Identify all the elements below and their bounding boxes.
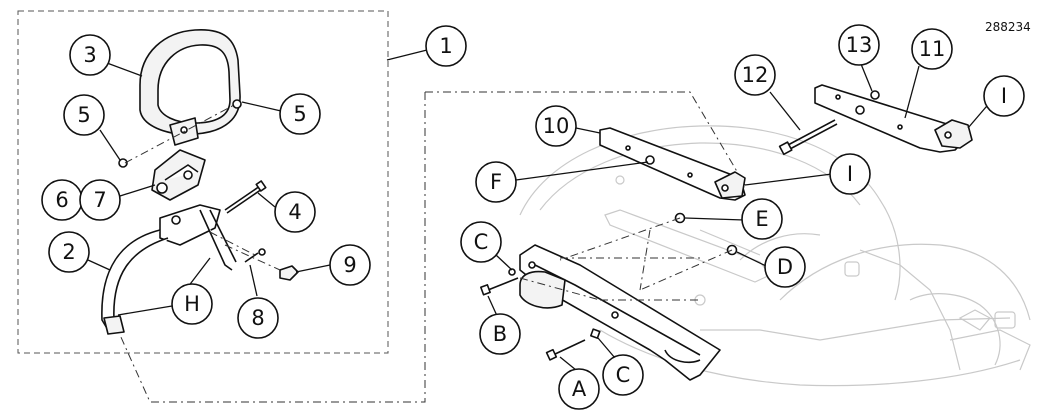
side-plate-10 [599,127,746,201]
svg-text:C: C [616,363,631,387]
backrest-bracket [151,149,206,201]
backrest-upright-bar [101,204,237,335]
callout-8: 8 [237,297,279,339]
callout-I-lower: I [829,153,871,195]
svg-text:4: 4 [288,200,301,224]
callout-9: 9 [329,244,371,286]
callout-E: E [741,198,783,240]
callout-12: 12 [734,54,776,96]
svg-text:D: D [777,255,793,279]
callout-4: 4 [274,191,316,233]
callout-6: 6 [41,179,83,221]
callout-10: 10 [535,105,577,147]
assembly-group-outline [17,10,746,403]
reference-number: 288234 [985,20,1031,34]
svg-text:C: C [474,230,489,254]
svg-text:I: I [1001,84,1007,108]
svg-text:I: I [847,162,853,186]
callout-11: 11 [911,28,953,70]
hardware-right [480,212,738,361]
callout-3: 3 [69,34,111,76]
svg-text:3: 3 [83,43,96,67]
svg-text:8: 8 [251,306,264,330]
svg-text:1: 1 [439,34,452,58]
svg-text:5: 5 [293,102,306,126]
long-bolt-12 [778,119,838,156]
svg-text:5: 5 [77,103,90,127]
svg-text:E: E [755,207,768,231]
svg-text:H: H [184,292,200,316]
callout-I-upper: I [983,75,1025,117]
mounting-rail [519,244,721,381]
motorcycle-frame-ghost [519,125,1031,387]
svg-text:13: 13 [846,33,873,57]
svg-text:2: 2 [62,240,75,264]
callout-5-left: 5 [63,94,105,136]
callout-C-lower: C [602,354,644,396]
callout-D: D [764,246,806,288]
callout-5-right: 5 [279,93,321,135]
svg-text:F: F [490,170,502,194]
svg-text:9: 9 [343,253,356,277]
callout-13: 13 [838,24,880,66]
svg-text:7: 7 [93,188,106,212]
svg-text:6: 6 [55,188,68,212]
svg-text:A: A [572,377,587,401]
callout-H: H [171,283,213,325]
leader-lines [87,49,993,371]
callout-A: A [558,368,600,410]
svg-text:B: B [493,322,507,346]
washer-13 [870,90,880,100]
hardware-left [118,99,299,281]
svg-text:12: 12 [742,63,769,87]
callout-F: F [475,161,517,203]
callout-C-upper: C [460,221,502,263]
backrest-pad [139,29,241,146]
callout-7: 7 [79,179,121,221]
callout-1: 1 [425,25,467,67]
svg-text:11: 11 [919,37,946,61]
side-plate-11 [814,84,973,153]
svg-text:10: 10 [543,114,570,138]
callout-2: 2 [48,231,90,273]
callout-B: B [479,313,521,355]
